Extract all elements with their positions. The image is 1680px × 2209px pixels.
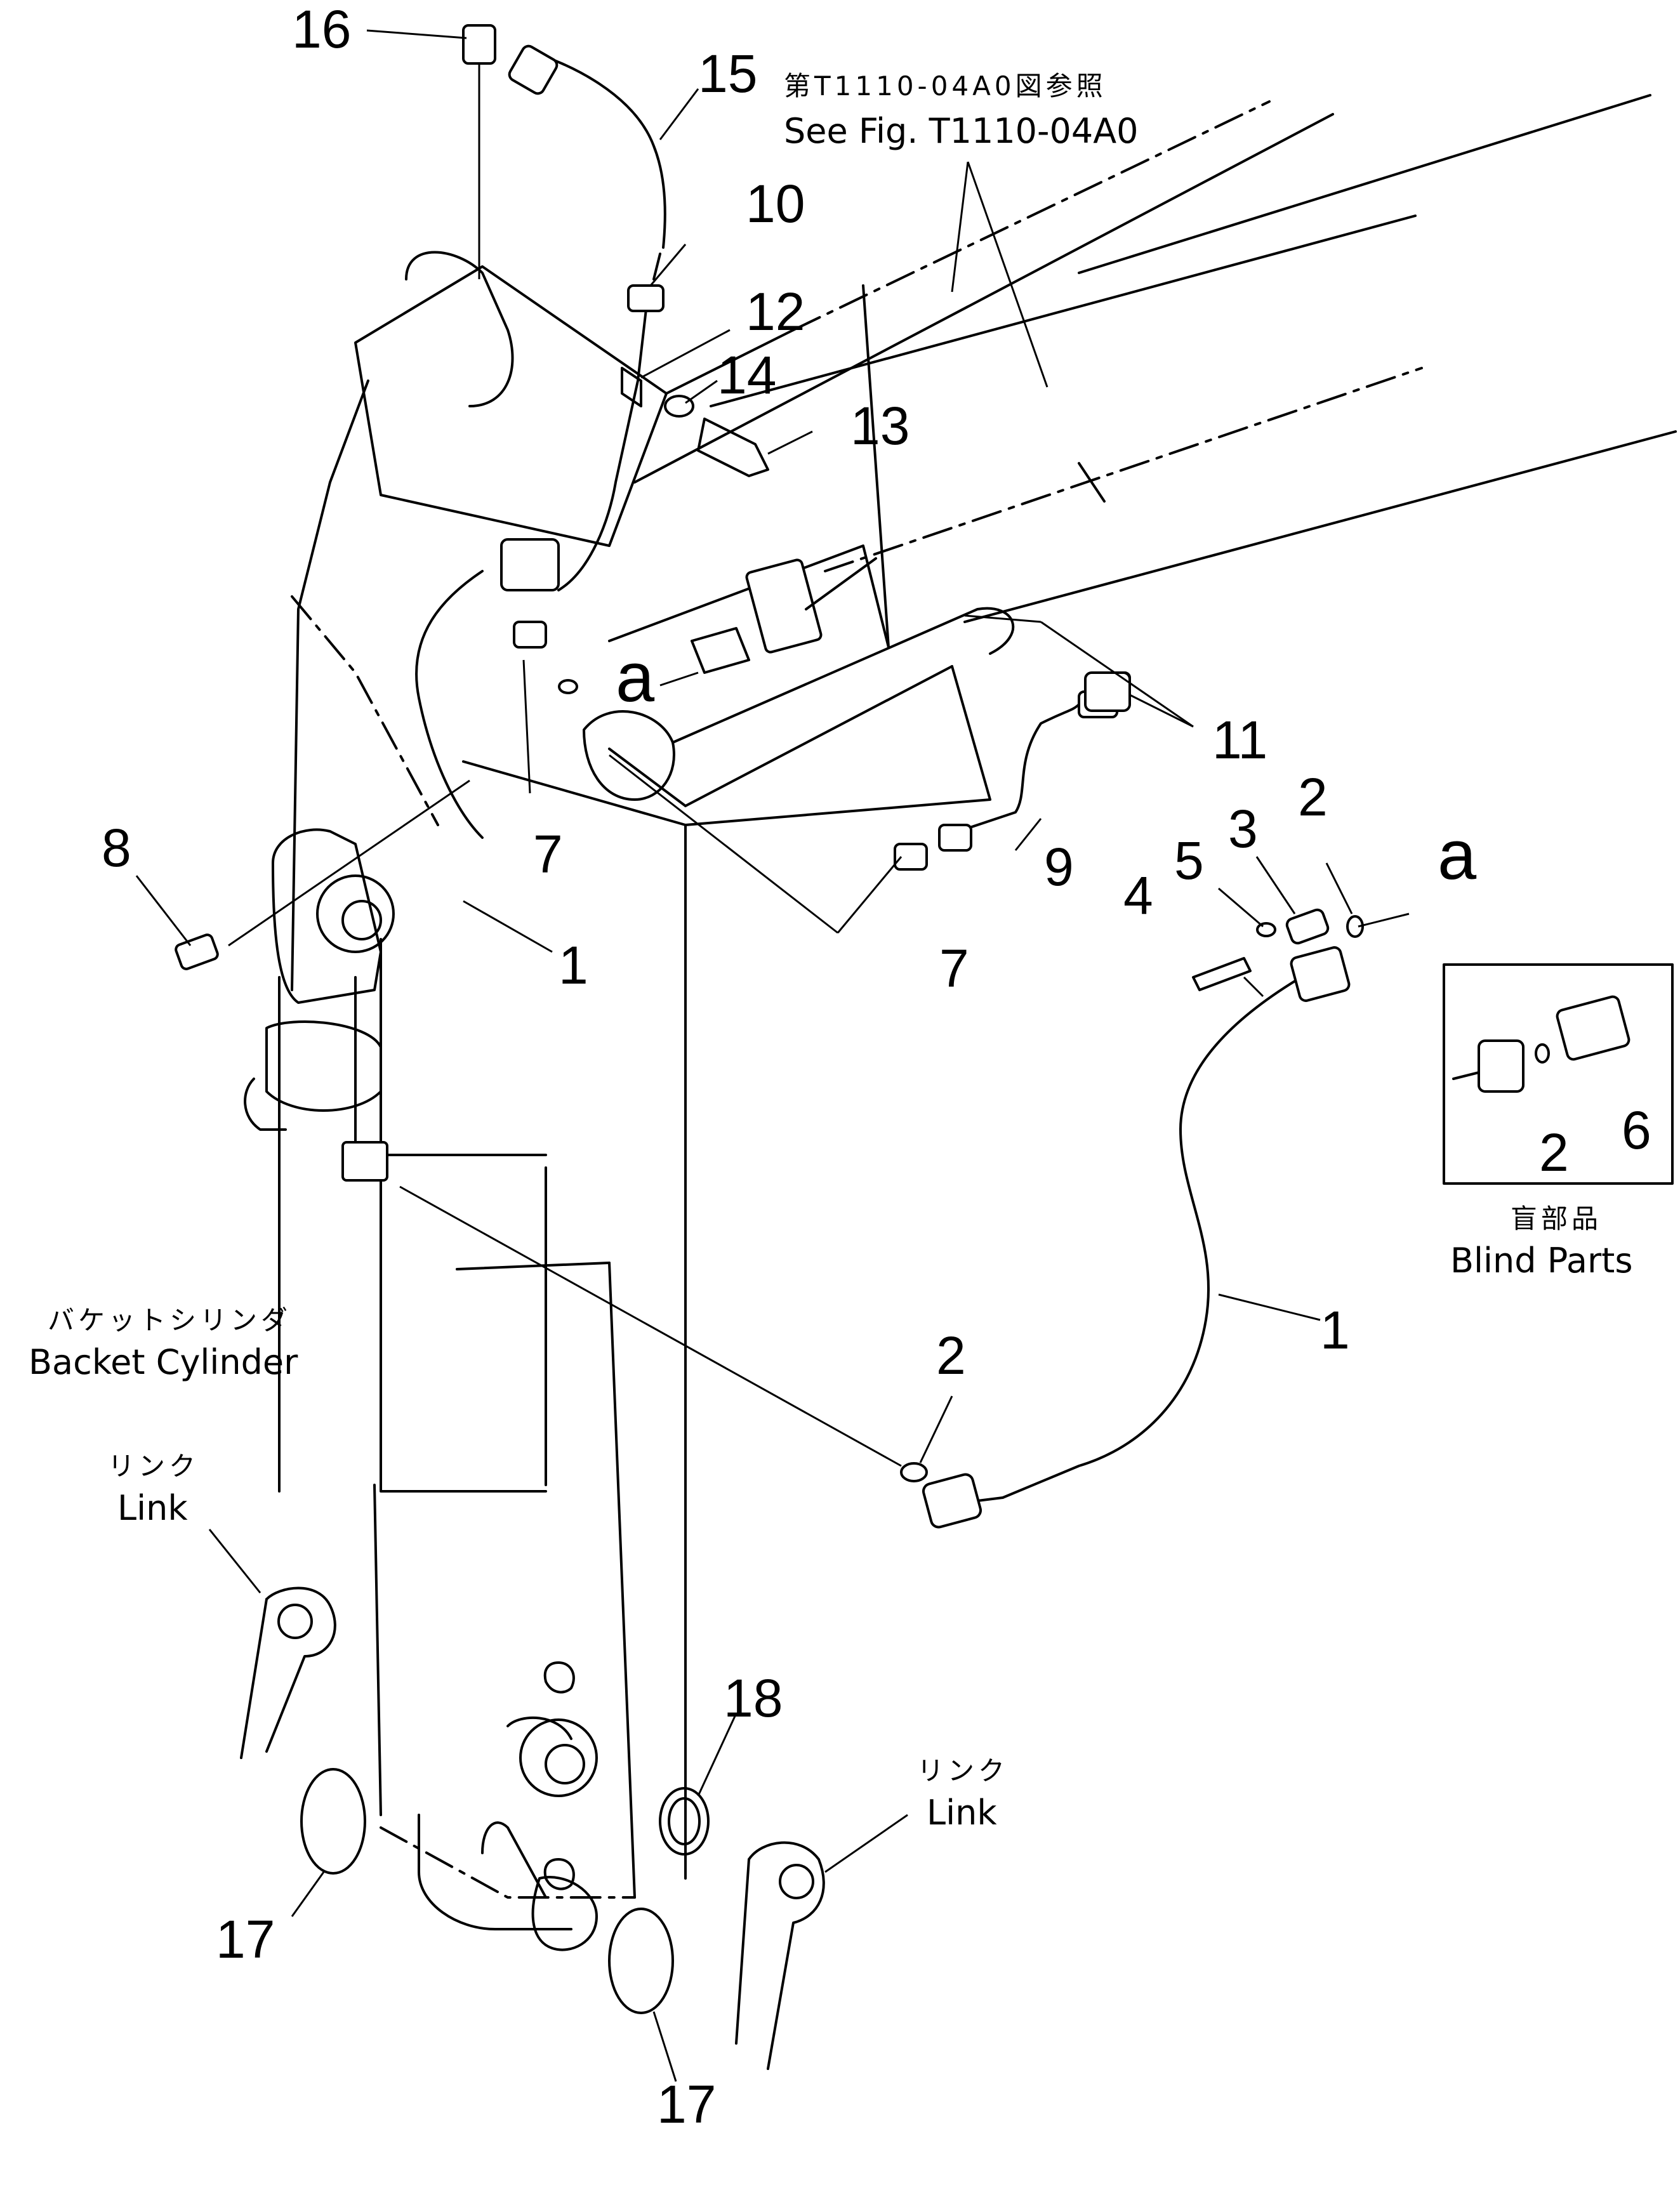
flange-3 [1285, 908, 1330, 945]
link-left-part [240, 1586, 336, 1759]
link-left-jp: リンク [108, 1451, 199, 1482]
callout-17-right: 17 [657, 2074, 716, 2134]
leader-lines [135, 29, 1410, 2082]
blind-parts-en: Blind Parts [1450, 1241, 1632, 1281]
washer-14 [664, 395, 694, 418]
fitting-11 [1084, 671, 1131, 712]
o-ring-17-left [300, 1768, 366, 1875]
elbow-7-left [513, 621, 547, 649]
callout-9: 9 [1044, 837, 1074, 897]
link-right-part [735, 1841, 825, 2070]
flange-a-left [691, 557, 877, 674]
callout-10: 10 [746, 174, 805, 234]
callout-8: 8 [102, 818, 131, 878]
o-ring-17-right [608, 1908, 674, 2014]
callout-2-inset: 2 [1539, 1123, 1569, 1182]
hose-10-tube [557, 284, 665, 591]
callout-13: 13 [850, 396, 909, 456]
callout-1-left: 1 [559, 935, 588, 995]
callout-4: 4 [1123, 866, 1153, 925]
callout-6: 6 [1622, 1100, 1651, 1160]
callout-15: 15 [698, 44, 757, 103]
bolt-4 [1192, 957, 1252, 991]
callout-5: 5 [1174, 831, 1204, 890]
o-ring-a-left [558, 679, 578, 694]
ref-a-right: a [1438, 816, 1477, 894]
callout-2-lower: 2 [936, 1326, 966, 1385]
callout-1-right: 1 [1320, 1300, 1350, 1360]
washer-5 [1256, 922, 1276, 937]
callout-16: 16 [292, 0, 351, 59]
bucket-cylinder [244, 828, 395, 1493]
callouts: 16 15 10 12 14 13 11 2 3 5 4 9 7 7 8 1 1… [102, 0, 1651, 2134]
callout-7-left: 7 [533, 824, 563, 884]
link-left-en: Link [117, 1488, 188, 1528]
o-ring-2-lower [900, 1462, 928, 1482]
arm [291, 251, 1015, 1951]
boom [608, 94, 1677, 649]
hose-1-left [415, 538, 560, 839]
see-fig-en: See Fig. T1110-04A0 [784, 111, 1139, 151]
bracket-12 [621, 367, 642, 407]
callout-3: 3 [1228, 799, 1258, 859]
bolt-13 [697, 418, 769, 477]
bucket-cylinder-jp: バケットシリンダ [48, 1305, 291, 1336]
blind-parts-inset [1443, 963, 1674, 1185]
o-ring-2-right [1346, 915, 1364, 938]
fitting-16 [462, 24, 496, 279]
labels: 第T1110-04A0図参照 See Fig. T1110-04A0 バケットシ… [29, 70, 1632, 1833]
callout-7-right: 7 [939, 939, 969, 998]
bucket-cylinder-en: Backet Cylinder [29, 1342, 298, 1382]
callout-2-right: 2 [1298, 767, 1328, 827]
hose-15 [508, 44, 666, 280]
callout-17-left: 17 [216, 1909, 275, 1969]
callout-11: 11 [1212, 710, 1267, 770]
shim-18 [659, 1787, 710, 1856]
link-right-jp: リンク [917, 1755, 1009, 1786]
elbow-7-right [894, 843, 928, 871]
grease-fitting-8 [175, 933, 219, 970]
link-right-en: Link [927, 1793, 997, 1833]
hose-1-right [922, 946, 1351, 1529]
blind-parts-jp: 盲部品 [1511, 1203, 1602, 1234]
see-fig-jp: 第T1110-04A0図参照 [784, 70, 1107, 102]
callout-12: 12 [746, 282, 805, 341]
callout-14: 14 [717, 345, 776, 405]
callout-18: 18 [724, 1668, 783, 1728]
ref-a-left: a [616, 638, 655, 716]
